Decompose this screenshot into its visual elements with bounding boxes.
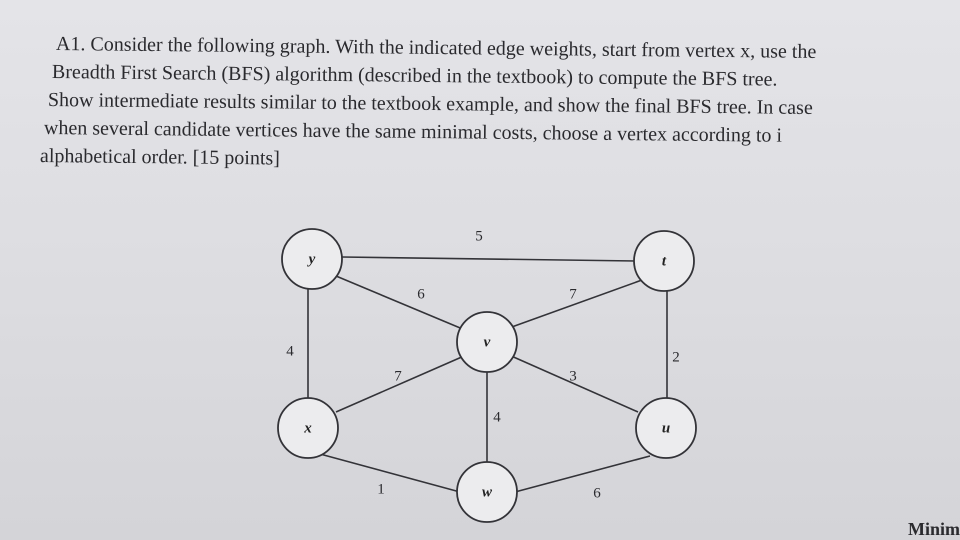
weight-y-t: 5 [475, 228, 483, 244]
edge-y-t [341, 256, 637, 262]
edge-t-v [508, 279, 643, 329]
edge-w-u [514, 455, 651, 493]
weight-v-w: 4 [493, 409, 501, 425]
node-t-label: t [662, 253, 667, 269]
node-y: y [281, 228, 343, 290]
node-w-label: w [482, 484, 493, 500]
weight-t-u: 2 [672, 349, 680, 365]
graph-edges [307, 256, 668, 493]
edge-x-v [335, 355, 465, 413]
weight-w-u: 6 [593, 485, 601, 501]
node-t: t [633, 230, 695, 292]
graph-nodes: y t v x u w [277, 228, 697, 523]
weight-v-u: 3 [569, 368, 577, 384]
next-problem-fragment: Minim [908, 519, 960, 539]
weight-y-x: 4 [286, 343, 294, 359]
node-v-label: v [484, 334, 491, 350]
edge-weights: 5 6 7 4 2 7 3 4 1 6 [286, 228, 680, 501]
weight-x-v: 7 [394, 368, 402, 384]
node-v: v [456, 311, 518, 373]
weight-t-v: 7 [569, 286, 577, 302]
node-x: x [277, 397, 339, 459]
node-u-label: u [662, 420, 670, 436]
edge-x-w [319, 453, 461, 493]
edge-y-v [335, 275, 466, 331]
weight-x-w: 1 [377, 481, 385, 497]
edge-v-u [508, 354, 639, 413]
node-u: u [635, 397, 697, 459]
node-y-label: y [307, 251, 316, 267]
weight-y-v: 6 [417, 286, 425, 302]
node-x-label: x [303, 420, 312, 436]
node-w: w [456, 461, 518, 523]
